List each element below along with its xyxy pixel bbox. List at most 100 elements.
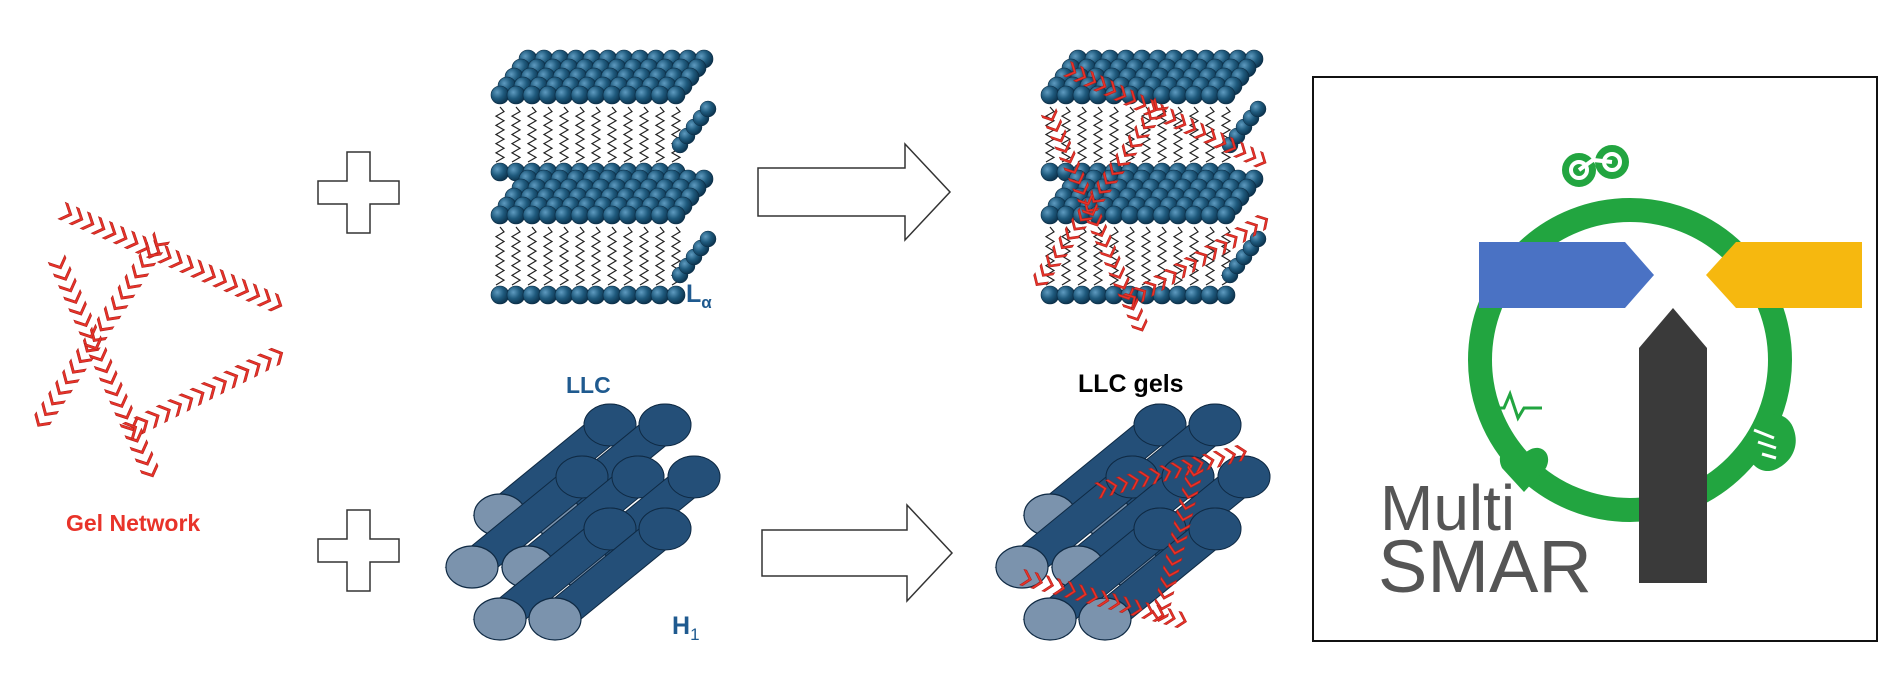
chevron (34, 411, 53, 427)
chevron (1140, 601, 1154, 619)
chevron (1045, 253, 1062, 268)
cylinder-end (1023, 597, 1077, 641)
chevron (1193, 250, 1208, 268)
chevron (1202, 127, 1217, 144)
lipid-tail (590, 106, 602, 163)
lipid-tail (1140, 226, 1152, 286)
llc-gels-label: LLC gels (1078, 370, 1184, 399)
chevron (109, 392, 128, 409)
lipid-head (634, 205, 654, 225)
lipid-head (1200, 285, 1220, 305)
gel-strand (1019, 568, 1187, 628)
chevron (145, 241, 164, 258)
hexagonal-gel-network (1019, 445, 1247, 628)
chevron (114, 404, 133, 420)
lipid-head (1249, 100, 1267, 118)
chevron (73, 312, 92, 328)
lipid-head (1216, 285, 1236, 305)
chevron (155, 404, 171, 424)
chevron (103, 381, 123, 397)
lipid-head (1040, 285, 1060, 305)
chevron (1058, 150, 1076, 164)
lipid-head (1216, 85, 1236, 105)
chevron (201, 264, 217, 283)
chevron (1184, 475, 1202, 489)
chevron (1244, 220, 1259, 238)
h1-sub: 1 (690, 625, 700, 644)
llc-label: LLC (566, 372, 611, 398)
chevron (245, 283, 261, 302)
lipid-head (522, 205, 542, 225)
logo-yellow-arrow (1706, 242, 1862, 308)
cylinder-far-end (583, 403, 637, 447)
chevron (1252, 150, 1267, 168)
chevron (1041, 574, 1055, 592)
chevron (178, 254, 194, 274)
lipid-tail (574, 226, 586, 286)
cylinder-far-end (611, 455, 665, 499)
chevron (152, 231, 171, 247)
chevron (1109, 161, 1125, 176)
chevron (1040, 108, 1058, 122)
chevron (1212, 131, 1227, 149)
lipid-head (602, 85, 622, 105)
chevron (190, 259, 206, 278)
lipid-tail (638, 226, 650, 286)
cylinder-far-end (667, 455, 721, 499)
lipid-head (1136, 205, 1156, 225)
arrow-top (757, 142, 952, 242)
gel-strand (121, 347, 284, 441)
chevron (78, 323, 98, 339)
lipid-tail (542, 106, 554, 163)
chevron (1128, 133, 1144, 148)
lipid-head (570, 205, 590, 225)
lipid-head (538, 285, 558, 305)
lipid-head (538, 85, 558, 105)
lipid-head (666, 205, 686, 225)
lipid-tail (1092, 106, 1104, 163)
chevron (57, 201, 73, 221)
chevron (1063, 160, 1081, 175)
chevron (211, 376, 228, 395)
gel-network-graphic (34, 201, 284, 478)
chevron (1154, 598, 1172, 611)
lipid-head (554, 205, 574, 225)
chevron (1130, 318, 1148, 332)
lipid-head (1184, 285, 1204, 305)
chevron (90, 216, 106, 235)
lipid-tail (606, 226, 618, 286)
lipid-tail (1124, 226, 1136, 286)
chevron (1152, 274, 1167, 292)
lipid-head (634, 285, 654, 305)
chevron (1039, 262, 1056, 277)
chevron (52, 265, 72, 281)
heart-icon (1494, 389, 1549, 492)
lipid-head (1072, 85, 1092, 105)
chevron (1223, 232, 1238, 250)
lipid-head (522, 285, 542, 305)
cylinder-end (473, 597, 527, 641)
chevron (1126, 307, 1144, 322)
cylinder-end (445, 545, 499, 589)
chevron (1182, 117, 1197, 135)
lipid-head (490, 205, 510, 225)
chevron (156, 244, 172, 264)
chevron (1074, 583, 1088, 601)
chevron (1234, 226, 1248, 244)
chevron (1142, 280, 1157, 298)
lipid-head (1216, 205, 1236, 225)
chevron (1180, 459, 1194, 477)
chevron (41, 400, 60, 417)
chevron (1168, 542, 1186, 556)
chevron (62, 368, 80, 385)
lipid-head (554, 285, 574, 305)
lipid-tail (1156, 226, 1168, 286)
lipid-tail (590, 226, 602, 286)
lipid-head (650, 285, 670, 305)
chevron (1072, 65, 1087, 83)
lipid-head (506, 85, 526, 105)
chevron (139, 462, 159, 478)
chevron (55, 379, 73, 395)
lipid-tail (574, 106, 586, 163)
